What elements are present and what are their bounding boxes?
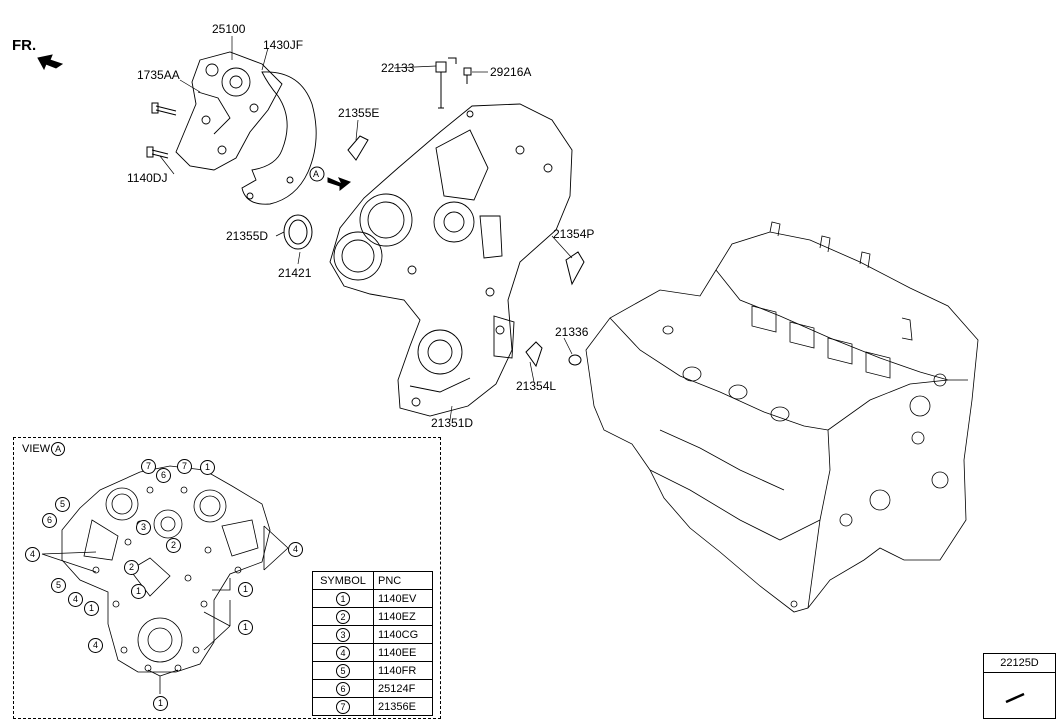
view-a-cover-outline <box>41 465 289 694</box>
table-row: 4 1140EE <box>312 643 433 662</box>
table-row: 6 25124F <box>312 679 433 698</box>
part-label-21421: 21421 <box>278 266 312 280</box>
callout-number: 5 <box>51 578 66 593</box>
callout-number: 3 <box>136 520 151 535</box>
part-label-21354p: 21354P <box>553 227 595 241</box>
symbol-circle: 1 <box>336 591 350 606</box>
table-row: 2 1140EZ <box>312 607 433 626</box>
pnc-cell: 1140EV <box>373 589 433 608</box>
part-label-21336: 21336 <box>555 325 589 339</box>
symbol-circle: 4 <box>336 645 350 660</box>
callout-number: 1 <box>84 601 99 616</box>
pnc-cell: 1140FR <box>373 661 433 680</box>
view-a-marker: A <box>51 442 66 456</box>
part-label-21354l: 21354L <box>516 379 557 393</box>
front-direction-arrow <box>37 54 64 71</box>
part-label-22133: 22133 <box>381 61 415 75</box>
callout-number: 2 <box>166 538 181 553</box>
symbol-circle: 3 <box>336 627 350 642</box>
timing-chain-cover <box>329 103 573 417</box>
callout-number: 7 <box>141 459 156 474</box>
bolt-1140dj <box>146 146 169 159</box>
table-header-row: SYMBOL PNC <box>312 571 433 590</box>
callout-number: 4 <box>88 638 103 653</box>
callout-number: 1 <box>238 582 253 597</box>
callout-number: 1 <box>238 620 253 635</box>
callout-number: 4 <box>25 547 40 562</box>
table-row: 1 1140EV <box>312 589 433 608</box>
callout-number: 4 <box>68 592 83 607</box>
gasket-21355e <box>347 135 369 161</box>
leader-lines <box>159 36 1025 704</box>
front-direction-label: FR. <box>12 37 37 54</box>
callout-number: 7 <box>177 459 192 474</box>
callout-number: 1 <box>131 584 146 599</box>
callout-number: 2 <box>124 560 139 575</box>
part-label-1140dj: 1140DJ <box>127 171 168 185</box>
symbol-circle: 6 <box>336 681 350 696</box>
view-marker-label: A <box>313 169 320 179</box>
part-label-21355d: 21355D <box>226 229 269 243</box>
symbol-circle: 5 <box>336 663 350 678</box>
part-label-21351d: 21351D <box>431 416 474 430</box>
gasket-21354p <box>565 251 585 286</box>
gasket-21354l <box>525 341 543 368</box>
engine-block <box>585 221 979 613</box>
callout-number: 1 <box>200 460 215 475</box>
inset-part-box: 22125D <box>983 653 1056 719</box>
table-row: 3 1140CG <box>312 625 433 644</box>
pump-gasket <box>241 71 317 205</box>
table-row: 7 21356E <box>312 697 433 716</box>
part-label-25100: 25100 <box>212 22 246 36</box>
pnc-cell: 1140EE <box>373 643 433 662</box>
table-row: 5 1140FR <box>312 661 433 680</box>
callout-number: 5 <box>55 497 70 512</box>
pnc-cell: 21356E <box>373 697 433 716</box>
water-pump-assembly <box>175 51 283 171</box>
symbol-pnc-table: SYMBOL PNC 1 1140EV 2 1140EZ 3 1140CG 4 … <box>312 571 433 716</box>
callout-number: 6 <box>42 513 57 528</box>
pnc-cell: 1140CG <box>373 625 433 644</box>
view-a-section <box>13 437 441 719</box>
part-label-29216a: 29216A <box>490 65 532 79</box>
inset-part-label: 22125D <box>984 654 1055 673</box>
part-label-1430jf: 1430JF <box>263 38 304 52</box>
symbol-circle: 7 <box>336 699 350 714</box>
column-header-symbol: SYMBOL <box>312 571 374 590</box>
oring-21336 <box>568 354 582 366</box>
callout-number: 6 <box>156 468 171 483</box>
view-a-title-text: VIEW <box>22 443 51 455</box>
oil-seal-21355d <box>283 214 313 250</box>
sensor-22133 <box>435 57 457 109</box>
pnc-cell: 25124F <box>373 679 433 698</box>
view-a-arrow <box>309 166 352 192</box>
plug-29216a <box>463 67 472 84</box>
symbol-circle: 2 <box>336 609 350 624</box>
callout-number: 4 <box>288 542 303 557</box>
pnc-cell: 1140EZ <box>373 607 433 626</box>
part-label-21355e: 21355E <box>338 106 380 120</box>
column-header-pnc: PNC <box>373 571 433 590</box>
bolt-1735aa <box>151 102 177 116</box>
callout-number: 1 <box>153 696 168 711</box>
part-label-1735aa: 1735AA <box>137 68 180 82</box>
